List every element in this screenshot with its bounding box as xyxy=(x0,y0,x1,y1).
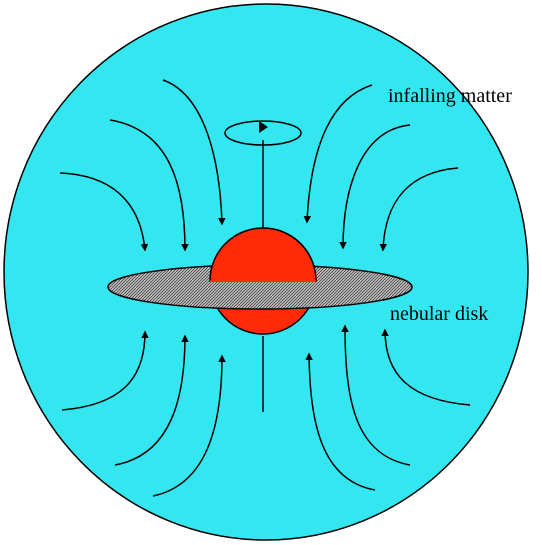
infall-arrow xyxy=(61,330,149,411)
infall-arrow xyxy=(341,324,411,466)
infall-arrow xyxy=(109,119,189,252)
rotation-indicator xyxy=(224,120,302,146)
infall-arrow xyxy=(379,167,459,252)
infall-arrow xyxy=(381,328,471,406)
nebular-disk-label: nebular disk xyxy=(390,303,489,325)
infall-arrow xyxy=(59,172,149,252)
infall-arrow xyxy=(114,334,189,466)
infall-arrow xyxy=(339,124,411,250)
infall-arrow xyxy=(162,79,226,226)
infall-arrow xyxy=(303,84,373,224)
infalling-matter-label: infalling matter xyxy=(388,85,512,107)
rotation-arrow-icon xyxy=(259,121,268,133)
protostar-top xyxy=(209,227,317,282)
infall-arrow xyxy=(152,354,226,497)
lower-infall-arrows xyxy=(61,324,471,497)
infall-arrow xyxy=(305,352,376,491)
upper-infall-arrows xyxy=(59,79,459,252)
